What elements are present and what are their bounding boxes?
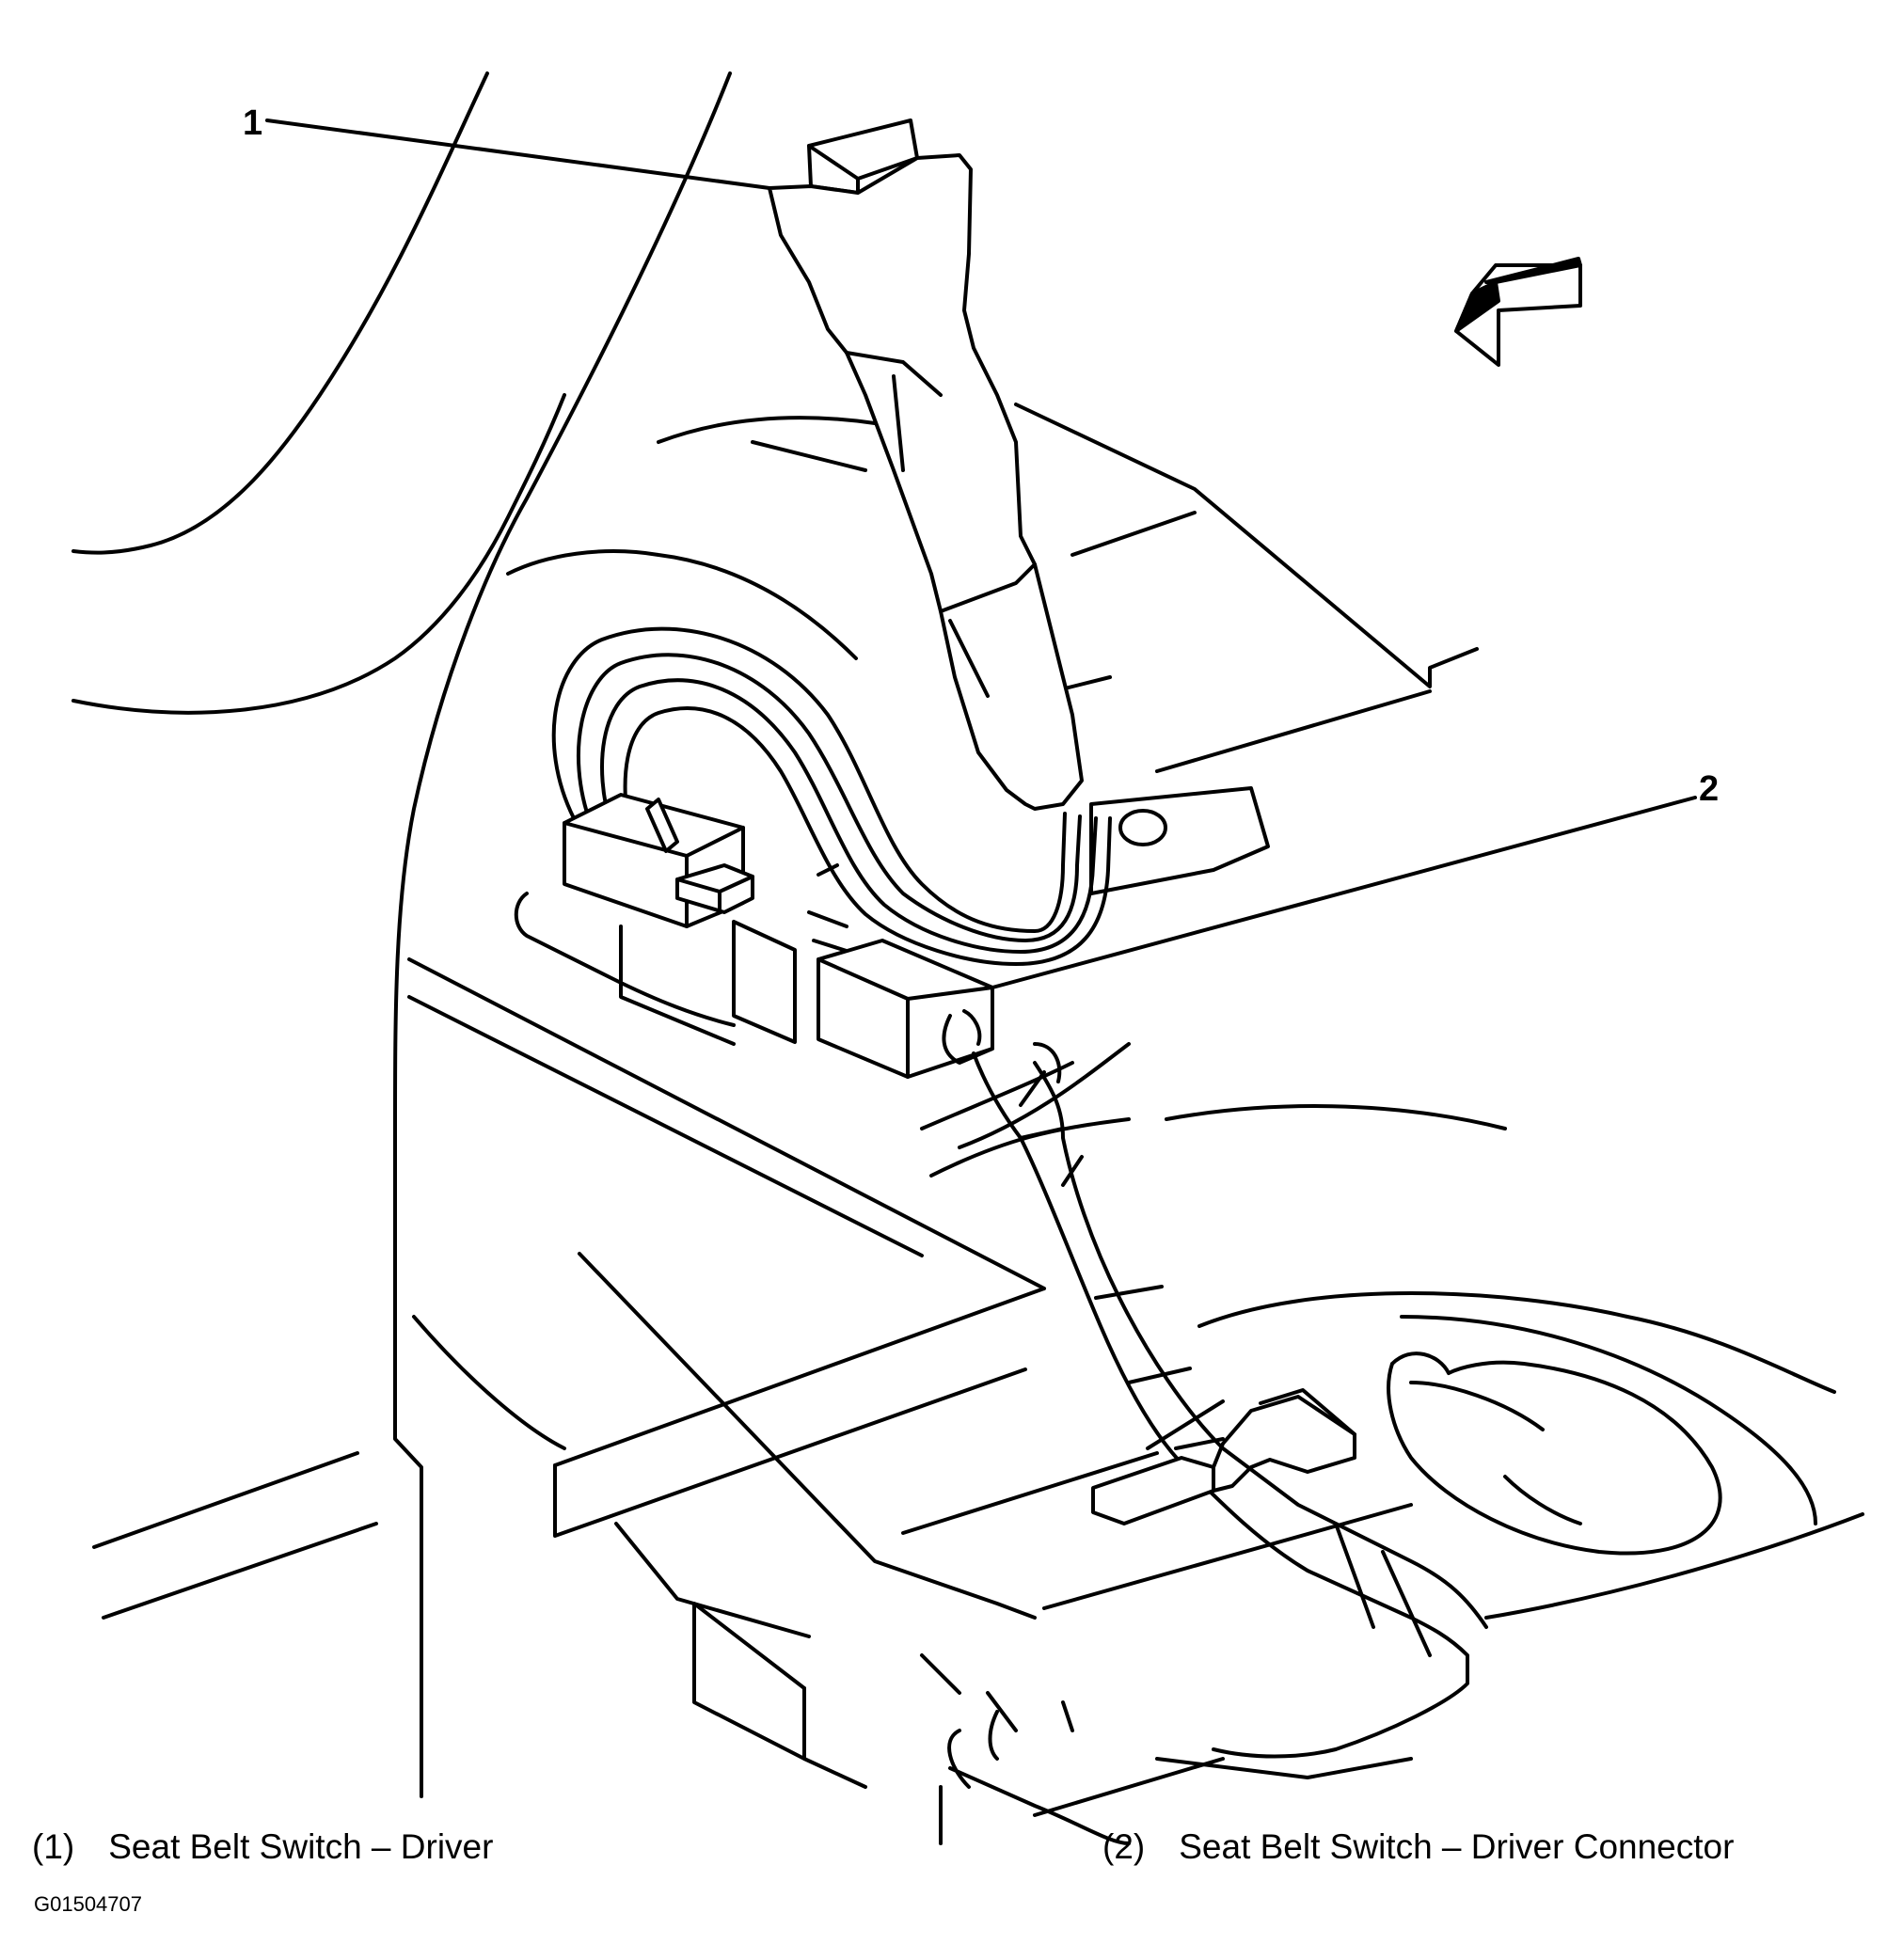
front-direction-arrow-icon bbox=[1454, 257, 1582, 367]
callout-number-1: 1 bbox=[243, 103, 263, 143]
legend-item-2: (2) Seat Belt Switch – Driver Connector bbox=[1102, 1829, 1734, 1864]
left-connector bbox=[563, 793, 754, 928]
legend-item-1-number: (1) bbox=[32, 1827, 75, 1866]
legend-item-1: (1) Seat Belt Switch – Driver bbox=[32, 1829, 493, 1864]
rear-floor-panel bbox=[657, 403, 1479, 895]
seat-belt-switch-driver bbox=[768, 119, 1084, 811]
floor-and-sill-panels bbox=[92, 957, 1413, 1845]
seat-belt-switch-driver-connector bbox=[817, 939, 994, 1079]
seat-track-opening bbox=[1165, 1104, 1864, 1620]
callout-leader-lines bbox=[265, 119, 1697, 989]
body-panel-outline bbox=[71, 71, 858, 1798]
switch-wire-harness bbox=[551, 626, 1112, 966]
misc-panel-lines bbox=[920, 1042, 1131, 1178]
legend-item-2-number: (2) bbox=[1102, 1827, 1146, 1866]
legend-item-2-text: Seat Belt Switch – Driver Connector bbox=[1179, 1827, 1735, 1866]
legend-item-1-text: Seat Belt Switch – Driver bbox=[108, 1827, 494, 1866]
callout-number-2: 2 bbox=[1699, 769, 1720, 809]
callout-2-leader bbox=[991, 796, 1697, 989]
harness-clip bbox=[1091, 1388, 1356, 1525]
callout-1-leader bbox=[265, 119, 771, 190]
main-wire-harness bbox=[972, 1042, 1488, 1759]
figure-id: G01504707 bbox=[34, 1892, 142, 1916]
